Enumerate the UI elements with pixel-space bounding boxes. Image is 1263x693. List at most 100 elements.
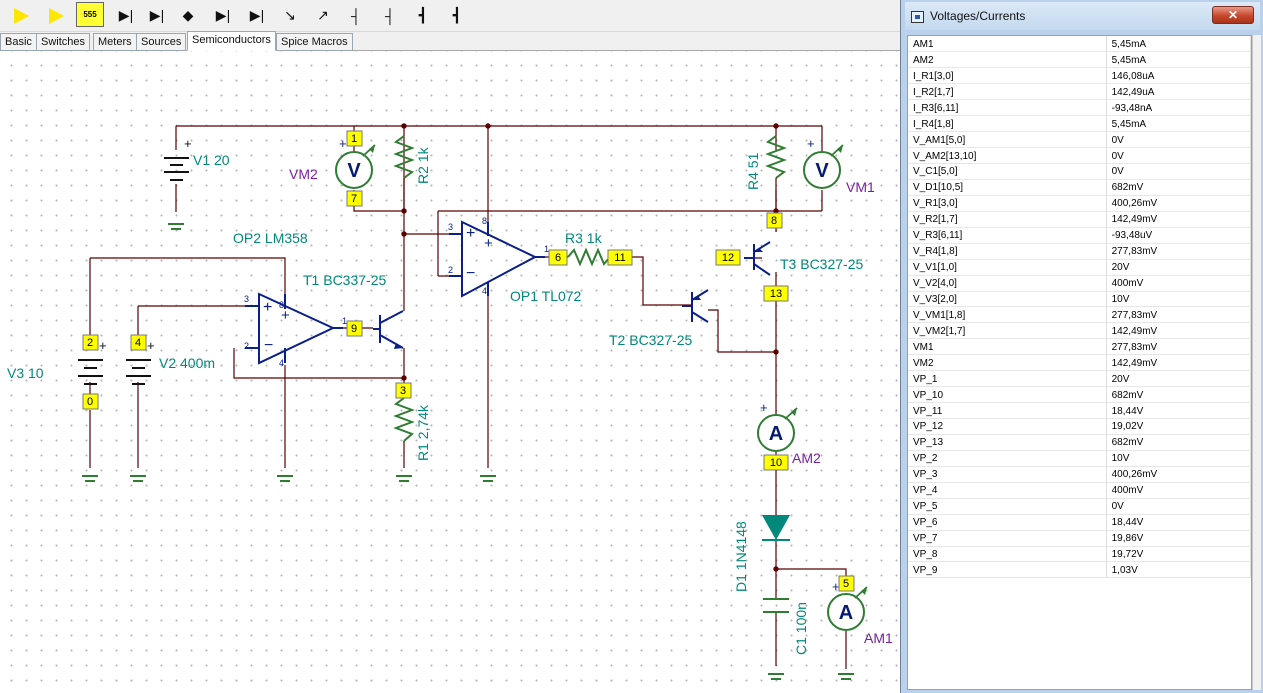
tab-switches[interactable]: Switches [36,33,91,51]
table-row[interactable]: V_VM2[1,7]142,49mV [908,322,1251,340]
zener-diode-icon[interactable]: ▶| [149,7,165,23]
svg-text:3: 3 [244,294,249,304]
ammeter-am1-symbol: A [839,602,853,624]
component-labels: V1 20 OP2 LM358 T1 BC337-25 V3 10 V2 400… [7,146,863,655]
row-name: VP_2 [908,450,1107,467]
r4-label: R4 51 [745,152,761,190]
vertical-scrollbar[interactable] [1252,35,1261,690]
svg-text:4: 4 [279,358,284,368]
tab-spice-macros[interactable]: Spice Macros [276,33,353,51]
timer-555-icon[interactable]: 555 [76,2,104,27]
voltmeter-vm1 [803,144,844,189]
t1-label: T1 BC337-25 [303,272,386,288]
table-row[interactable]: V_C1[5,0]0V [908,163,1251,180]
meter-symbols: V V A A [347,160,853,624]
row-value: 0V [1106,147,1251,164]
table-row[interactable]: I_R4[1,8]5,45mA [908,115,1251,133]
table-row[interactable]: V_R3[6,11]-93,48uV [908,227,1251,244]
row-value: 277,83mV [1106,338,1251,356]
row-name: V_V1[1,0] [908,259,1107,276]
vm1-label: VM1 [846,179,875,195]
node-8-label: 8 [771,215,777,227]
close-button[interactable]: ✕ [1212,6,1254,24]
table-row[interactable]: V_R4[1,8]277,83mV [908,243,1251,260]
node-4-label: 4 [135,337,141,349]
mosfet-alt-icon[interactable]: ┫ [452,7,462,23]
mosfet-icon[interactable]: ┫ [418,7,428,23]
svg-text:+: + [484,235,493,252]
row-value: 277,83mV [1106,243,1251,260]
battery-sources [78,157,189,385]
row-value: 400mV [1106,275,1251,292]
diode-alt-icon[interactable]: ▶| [249,7,265,23]
opamp-bodies [258,220,538,365]
npn-transistor-icon[interactable]: ↘ [284,7,296,23]
resistor-leads [403,178,777,468]
table-row[interactable]: I_R2[1,7]142,49uA [908,83,1251,101]
table-row[interactable]: V_R2[1,7]142,49mV [908,211,1251,228]
row-value: 18,44V [1106,402,1251,419]
table-row[interactable]: I_R3[6,11]-93,48nA [908,99,1251,117]
table-row[interactable]: V_AM1[5,0]0V [908,131,1251,149]
tab-basic[interactable]: Basic [0,33,37,51]
svg-text:−: − [264,337,273,354]
row-name: I_R2[1,7] [908,83,1107,101]
voltages-panel-icon [911,11,924,23]
jfet-alt-icon[interactable]: ┤ [385,7,395,24]
row-name: VM1 [908,338,1107,356]
table-row[interactable]: V_V1[1,0]20V [908,259,1251,276]
tab-meters[interactable]: Meters [93,33,137,51]
led-icon[interactable]: ◆ [182,7,194,23]
diode-icon[interactable]: ▶| [118,7,134,23]
table-row[interactable]: V_R1[3,0]400,26mV [908,195,1251,212]
jfet-icon[interactable]: ┤ [351,7,361,24]
table-row[interactable]: V_V2[4,0]400mV [908,275,1251,292]
table-row[interactable]: I_R1[3,0]146,08uA [908,67,1251,85]
tab-semiconductors[interactable]: Semiconductors [187,31,276,51]
pnp-transistor-icon[interactable]: ↗ [317,7,329,23]
opamp-tool-alt-icon[interactable] [41,2,71,29]
table-row[interactable]: V_AM2[13,10]0V [908,147,1251,164]
panel-title-bar[interactable]: Voltages/Currents ✕ [905,2,1260,30]
row-value: 5,45mA [1106,115,1251,133]
row-name: V_R3[6,11] [908,227,1107,244]
row-name: VP_11 [908,402,1107,419]
row-value: 19,02V [1106,418,1251,435]
row-name: VP_1 [908,370,1107,388]
meter-polarity-marks: ++++ [339,136,840,594]
opamp-tool-icon[interactable] [6,2,36,29]
row-value: 10V [1106,450,1251,467]
table-row[interactable]: V_VM1[1,8]277,83mV [908,306,1251,324]
row-name: V_C1[5,0] [908,163,1107,180]
table-row[interactable]: V_D1[10,5]682mV [908,179,1251,196]
t3-label: T3 BC327-25 [780,256,863,272]
resistors [393,135,787,442]
row-value: 142,49mV [1106,322,1251,340]
row-value: 5,45mA [1106,51,1251,69]
tab-sources[interactable]: Sources [136,33,187,51]
bridge-diode-icon[interactable]: ▶| [215,7,231,23]
row-name: VP_9 [908,561,1107,579]
row-name: V_VM2[1,7] [908,322,1107,340]
table-row[interactable]: V_V3[2,0]10V [908,291,1251,308]
